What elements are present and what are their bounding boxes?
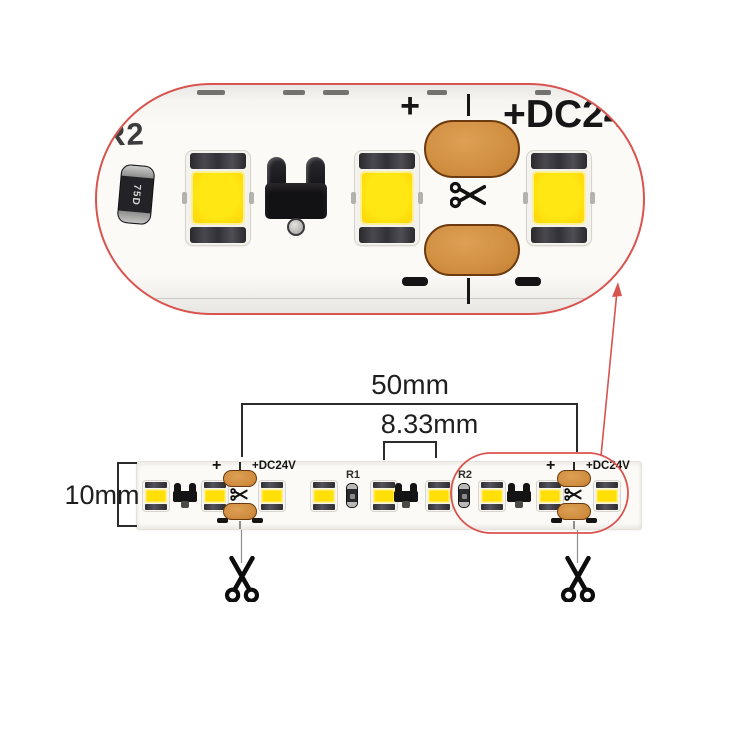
cut-scissors-icon xyxy=(449,178,487,212)
polarity-plus-mark: + xyxy=(400,87,420,125)
voltage-label: +DC24V xyxy=(252,460,296,472)
led-strip-photo: R1 R2 + +DC24V xyxy=(137,457,641,529)
polarity-minus-mark xyxy=(515,277,541,286)
polarity-minus-mark xyxy=(252,518,263,523)
solder-pad-negative xyxy=(223,503,257,520)
component-pin xyxy=(287,218,305,236)
resistor-silkscreen-label: R2 xyxy=(102,116,146,153)
led-side-contact xyxy=(249,192,254,204)
polarity-minus-mark xyxy=(402,277,428,286)
voltage-label: +DC24 xyxy=(503,93,626,136)
led-side-contact xyxy=(590,192,595,204)
led-emitter xyxy=(191,171,245,225)
smd-component xyxy=(173,483,197,509)
polarity-plus-mark: + xyxy=(546,457,556,474)
polarity-minus-mark xyxy=(586,518,597,523)
component-body xyxy=(265,183,327,219)
cut-line-tick xyxy=(239,521,241,529)
led-chip xyxy=(426,481,452,511)
photo-artifact xyxy=(427,90,447,95)
cut-scissors-icon xyxy=(230,487,248,503)
smd-resistor xyxy=(458,483,470,508)
pitch-dimension-bracket xyxy=(383,441,437,460)
solder-pad-positive xyxy=(557,470,591,487)
polarity-minus-mark xyxy=(551,518,562,523)
resistor-label: R1 xyxy=(345,469,361,481)
photo-artifact xyxy=(535,90,551,95)
solder-pad-negative xyxy=(424,224,520,276)
resistor-terminal xyxy=(121,164,155,179)
voltage-label: +DC24V xyxy=(586,460,630,472)
dim-8-33mm-label: 8.33mm xyxy=(380,409,479,439)
smd-component xyxy=(265,157,327,241)
led-side-contact xyxy=(523,192,528,204)
solder-pad-positive xyxy=(223,470,257,487)
cut-line-tick xyxy=(239,462,241,471)
led-emitter xyxy=(360,171,414,225)
photo-artifact xyxy=(197,90,225,95)
smd-component xyxy=(507,483,531,509)
polarity-plus-mark: + xyxy=(212,457,222,474)
smd-component xyxy=(394,483,418,509)
led-contact xyxy=(190,153,246,169)
polarity-minus-mark xyxy=(217,518,228,523)
led-emitter xyxy=(532,171,586,225)
led-chip xyxy=(594,481,620,511)
led-chip xyxy=(259,481,285,511)
resistor-label: R2 xyxy=(457,469,473,481)
pcb-edge xyxy=(97,298,643,299)
led-contact xyxy=(531,227,587,243)
scissors-icon-right xyxy=(557,555,599,603)
photo-artifact xyxy=(283,90,305,95)
led-chip xyxy=(143,481,169,511)
led-chip xyxy=(182,151,254,245)
resistor-terminal xyxy=(117,210,151,225)
magnified-strip-view: R2 75D + +DC24 xyxy=(95,83,645,315)
cut-line-tick xyxy=(573,521,575,529)
resistor-code: 75D xyxy=(129,183,143,206)
led-side-contact xyxy=(418,192,423,204)
led-side-contact xyxy=(182,192,187,204)
scissors-icon-left xyxy=(221,555,263,603)
component-pin xyxy=(306,157,325,191)
led-contact xyxy=(359,227,415,243)
led-side-contact xyxy=(351,192,356,204)
dim-10mm-label: 10mm xyxy=(64,480,140,510)
smd-resistor xyxy=(346,483,358,508)
cut-scissors-icon xyxy=(564,487,582,503)
led-chip xyxy=(311,481,337,511)
led-contact xyxy=(359,153,415,169)
cut-line-tick xyxy=(467,278,470,304)
led-chip xyxy=(479,481,505,511)
photo-artifact xyxy=(323,90,349,95)
dim-50mm-label: 50mm xyxy=(371,369,449,400)
component-pin xyxy=(267,157,286,191)
led-contact xyxy=(531,153,587,169)
led-chip xyxy=(351,151,423,245)
led-contact xyxy=(190,227,246,243)
solder-pad-positive xyxy=(424,120,520,178)
zoom-leader-line xyxy=(600,290,618,457)
smd-resistor: 75D xyxy=(116,163,156,226)
led-chip xyxy=(523,151,595,245)
zoom-leader-arrowhead xyxy=(612,282,622,297)
led-chip xyxy=(371,481,397,511)
cut-line-tick xyxy=(467,94,470,116)
